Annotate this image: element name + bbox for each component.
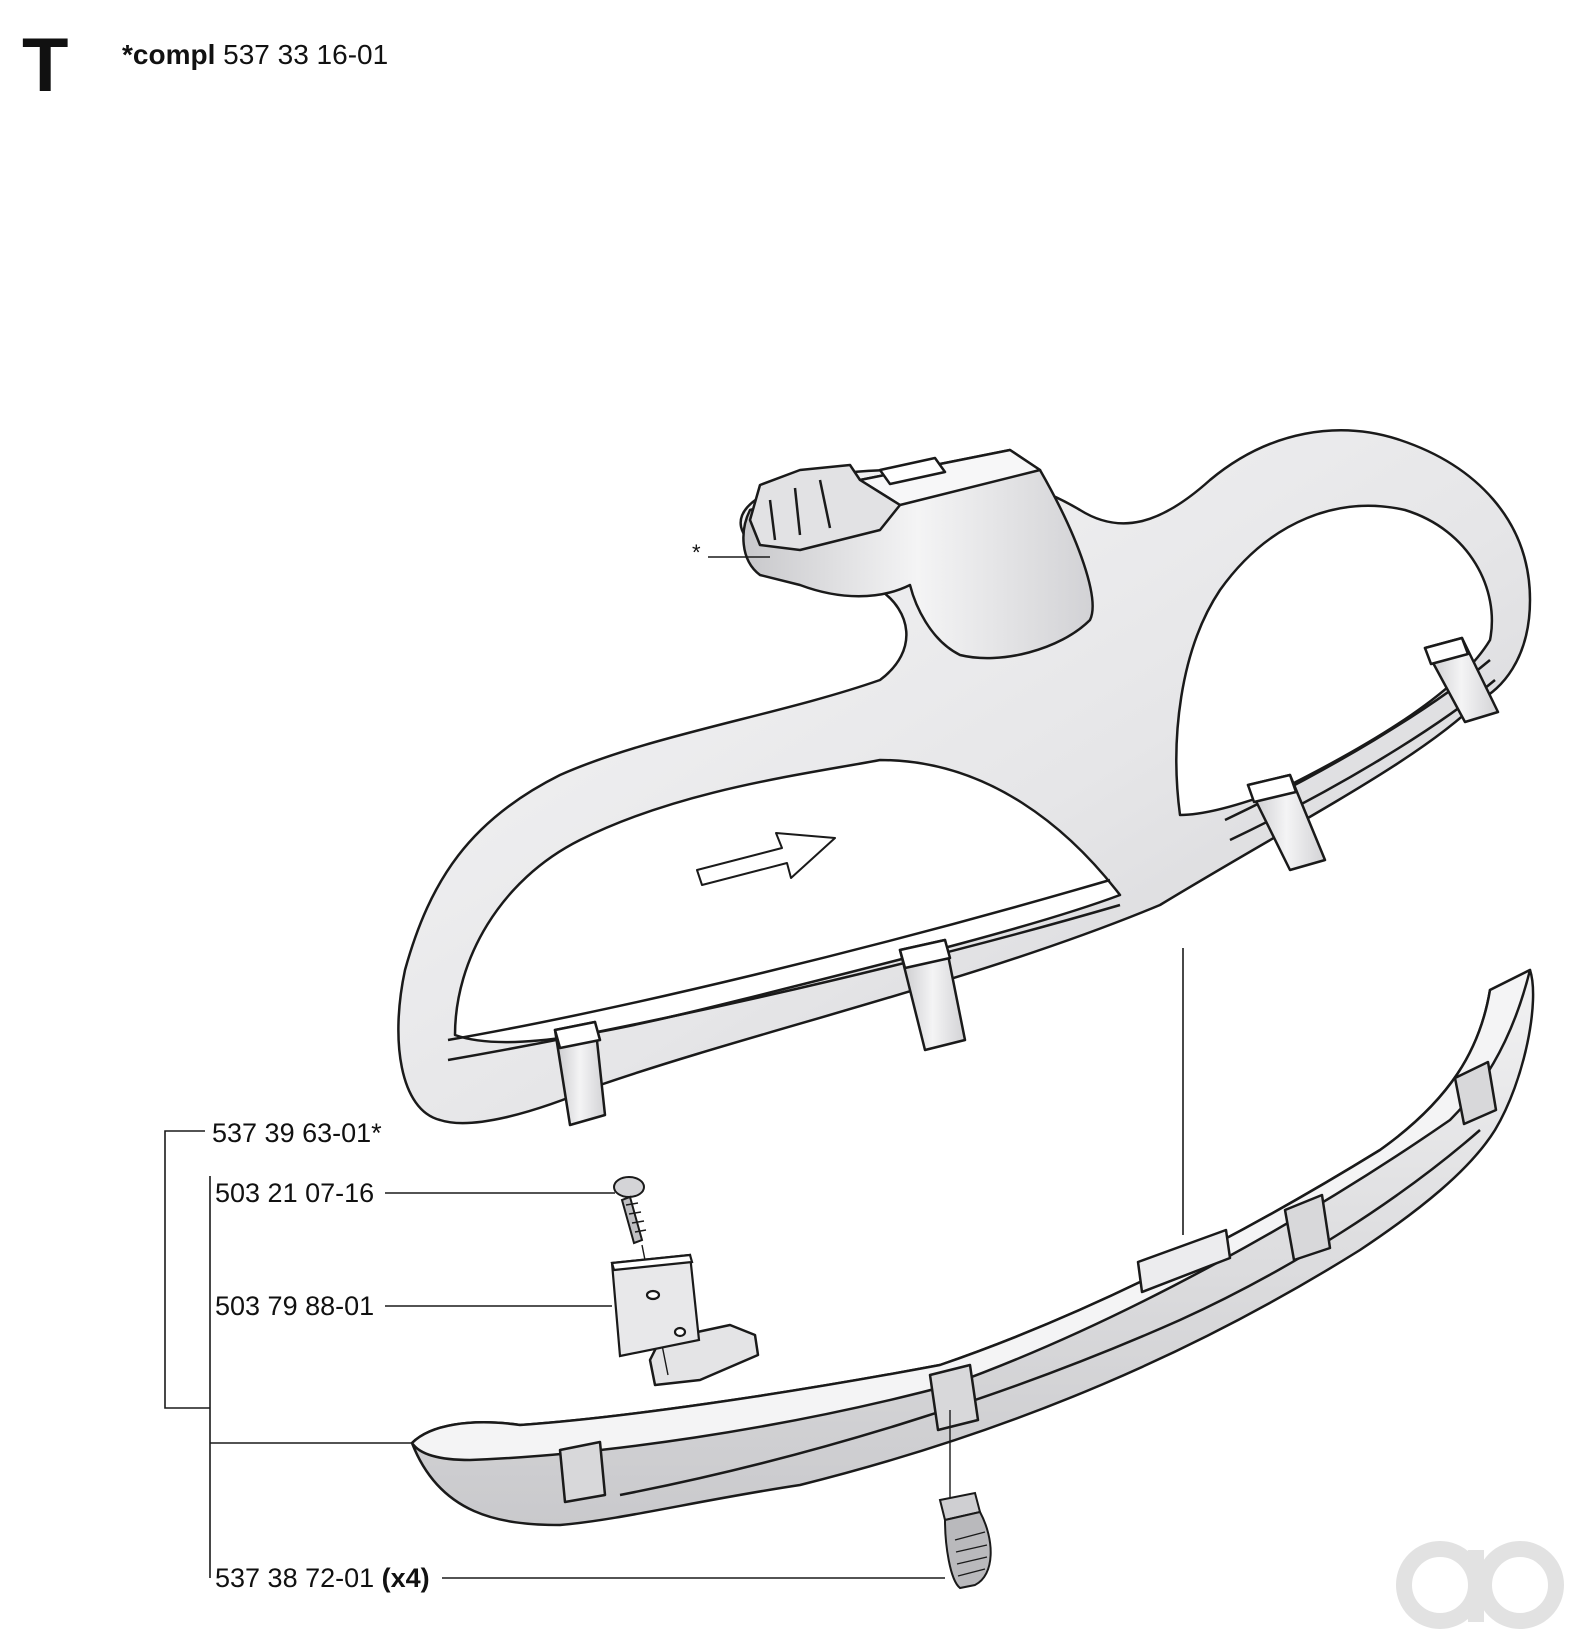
rail-pocket-2 bbox=[928, 1363, 980, 1432]
bracket-slot bbox=[878, 456, 947, 486]
rail-pocket-3 bbox=[1283, 1193, 1332, 1262]
lower-rail-groove bbox=[619, 1129, 1481, 1497]
screw bbox=[613, 1176, 647, 1245]
part-quantity: (x4) bbox=[381, 1563, 430, 1593]
shell-clip-4 bbox=[1423, 636, 1500, 724]
rail-clip bbox=[938, 1491, 992, 1590]
shell-clip-2 bbox=[898, 938, 967, 1052]
section-letter: T bbox=[22, 23, 69, 108]
part-number: 537 38 72-01 bbox=[215, 1563, 375, 1593]
lower-rail bbox=[410, 968, 1535, 1527]
callout-lines bbox=[164, 1130, 945, 1579]
guard-shell bbox=[397, 429, 1532, 1127]
bracket-rib-1 bbox=[768, 499, 777, 541]
part-label-503-79-88-01: 503 79 88-01 bbox=[215, 1293, 374, 1320]
bracket-rib-2 bbox=[793, 487, 802, 536]
guard-rib-2 bbox=[447, 903, 1121, 1062]
part-number: 537 39 63-01* bbox=[212, 1118, 382, 1148]
shell-clip-1 bbox=[553, 1020, 607, 1127]
assembly-part-number: 537 33 16-01 bbox=[223, 39, 389, 70]
shell-clip-3 bbox=[1246, 773, 1327, 872]
part-number: 503 79 88-01 bbox=[215, 1291, 375, 1321]
lower-rail-top-edge bbox=[410, 968, 1532, 1462]
asterisk-marker: * bbox=[692, 540, 701, 565]
mounting-plate bbox=[610, 1253, 701, 1358]
bracket-rib-3 bbox=[818, 479, 832, 529]
assembly-prefix: *compl bbox=[122, 39, 216, 70]
callout-bracket-outer bbox=[164, 1130, 210, 1409]
guard-rib-1 bbox=[447, 878, 1111, 1042]
part-label-503-21-07-16: 503 21 07-16 bbox=[215, 1180, 374, 1207]
part-label-537-38-72-01: 537 38 72-01 (x4) bbox=[215, 1565, 430, 1592]
rail-pocket-1 bbox=[558, 1440, 607, 1504]
rail-center-boss bbox=[1136, 1228, 1232, 1294]
rail-pocket-4 bbox=[1453, 1060, 1498, 1126]
part-number: 503 21 07-16 bbox=[215, 1178, 375, 1208]
part-label-537-39-63-01: 537 39 63-01* bbox=[212, 1120, 382, 1147]
ao-logo-icon bbox=[1396, 1541, 1564, 1629]
assembly-header: *compl 537 33 16-01 bbox=[122, 38, 388, 72]
rotation-arrow-icon bbox=[696, 832, 836, 886]
